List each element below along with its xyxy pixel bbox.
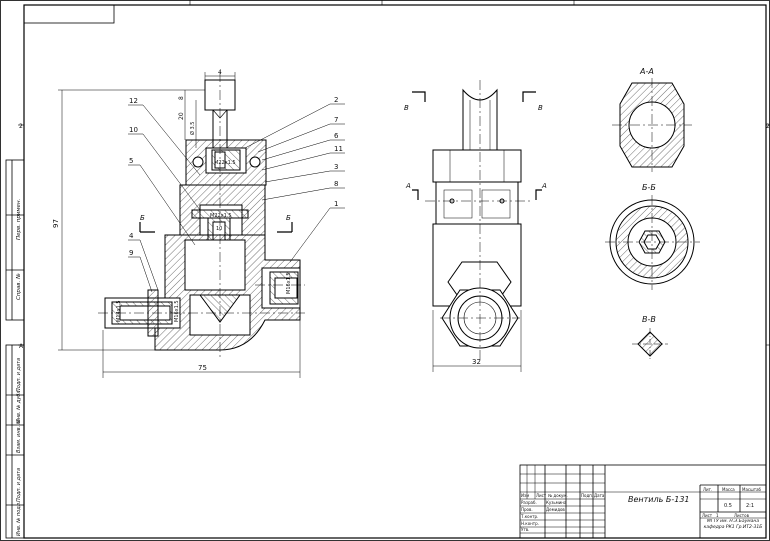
callout-label: 12 (129, 97, 138, 105)
dim-side-width: 32 (472, 358, 481, 366)
cut-plane-b (139, 222, 293, 233)
stamp-col: Подп. (581, 493, 593, 498)
callout-label: 2 (334, 96, 338, 104)
dim-inner: 10 (216, 226, 222, 232)
callout-label: 6 (334, 132, 339, 140)
section-bb (605, 195, 700, 290)
section-vv (632, 328, 668, 360)
dim-thread: M14x1.5 (116, 300, 122, 322)
strip-label: Подп. и дата (16, 468, 22, 502)
organization: МГТУ им. Н.Э.Баумана кафедра РК1 Гр.ИТ2-… (703, 519, 763, 530)
dim-overall-width: 75 (198, 364, 207, 372)
callout-leaders (128, 103, 345, 293)
col-lit: Лит. (703, 487, 712, 492)
callout-label: 3 (334, 163, 338, 171)
cut-label: Б (140, 214, 145, 222)
front-dimensions (58, 72, 301, 378)
callout-label: 9 (129, 249, 133, 257)
cut-plane-markers-side (412, 91, 542, 200)
dim-top-width: 4 (218, 69, 222, 76)
stamp-col: № докум. (548, 493, 568, 498)
dim-stem-dia: Ø 3.5 (189, 122, 196, 135)
stamp-row: Т.контр. (520, 514, 538, 519)
dim-thread: M16x1.5 (286, 272, 292, 294)
cut-label: В (538, 104, 543, 112)
stamp-row: Разраб. (521, 500, 537, 505)
callout-label: 5 (129, 157, 133, 165)
title-block (519, 464, 767, 539)
strip-label: Перв. примен. (16, 198, 22, 240)
callout-label: 11 (334, 145, 343, 153)
dim-stem: 8 (178, 96, 185, 100)
sheet-label: Лист (702, 513, 713, 518)
strip-label: Инв. № подл. (16, 502, 22, 537)
stamp-row: Утв. (521, 527, 529, 532)
left-margin-strip (5, 159, 25, 539)
strip-label: Справ. № (16, 273, 22, 300)
checker-name: Демидов (546, 507, 565, 512)
mass-value: 0.5 (724, 503, 732, 509)
dim-thread: M22x1.5 (210, 213, 232, 219)
section-title-bb: Б-Б (642, 183, 656, 192)
cut-label: А (405, 182, 411, 190)
side-view (425, 80, 530, 360)
callout-label: 7 (334, 116, 338, 124)
stamp-row: Пров. (521, 507, 533, 512)
cut-label: Б (286, 214, 291, 222)
col-scale: Масштаб (742, 487, 762, 492)
section-aa (612, 78, 692, 172)
dim-stem: 20 (178, 112, 185, 120)
cut-label: В (404, 104, 409, 112)
section-title-vv: В-В (642, 315, 656, 324)
stamp-col: Лист (536, 493, 547, 498)
scale-value: 2:1 (746, 503, 754, 509)
strip-label: Взам. инв. № (16, 419, 22, 453)
side-dimensions (432, 310, 522, 372)
dim-overall-height: 97 (52, 219, 60, 228)
dim-thread: M22x1.5 (214, 160, 236, 166)
cut-label: А (541, 182, 547, 190)
drawing-title: Вентиль Б-131 (628, 495, 690, 504)
section-title-aa: А-А (639, 67, 654, 76)
stamp-col: Дата (594, 493, 605, 498)
callout-label: 10 (129, 126, 138, 134)
margin-mark: А (19, 343, 24, 350)
designer-name: Кузьмина (546, 500, 567, 505)
margin-mark: 2 (19, 123, 23, 130)
col-mass: Масса (722, 487, 735, 492)
callout-label: 1 (334, 200, 338, 208)
dim-thread: M16x1.5 (174, 300, 180, 322)
stamp-row: Н.контр. (521, 521, 539, 526)
margin-mark: 2 (766, 123, 770, 130)
stamp-col: Изм (521, 493, 529, 498)
sheets-label: Листов (734, 513, 750, 518)
strip-label: Подп. и дата (16, 358, 22, 392)
callout-label: 4 (129, 232, 134, 240)
sheet-number: 1 (716, 513, 719, 518)
front-section-view (98, 72, 305, 360)
strip-label: Инв. № дубл. (16, 389, 22, 423)
callout-label: 8 (334, 180, 338, 188)
